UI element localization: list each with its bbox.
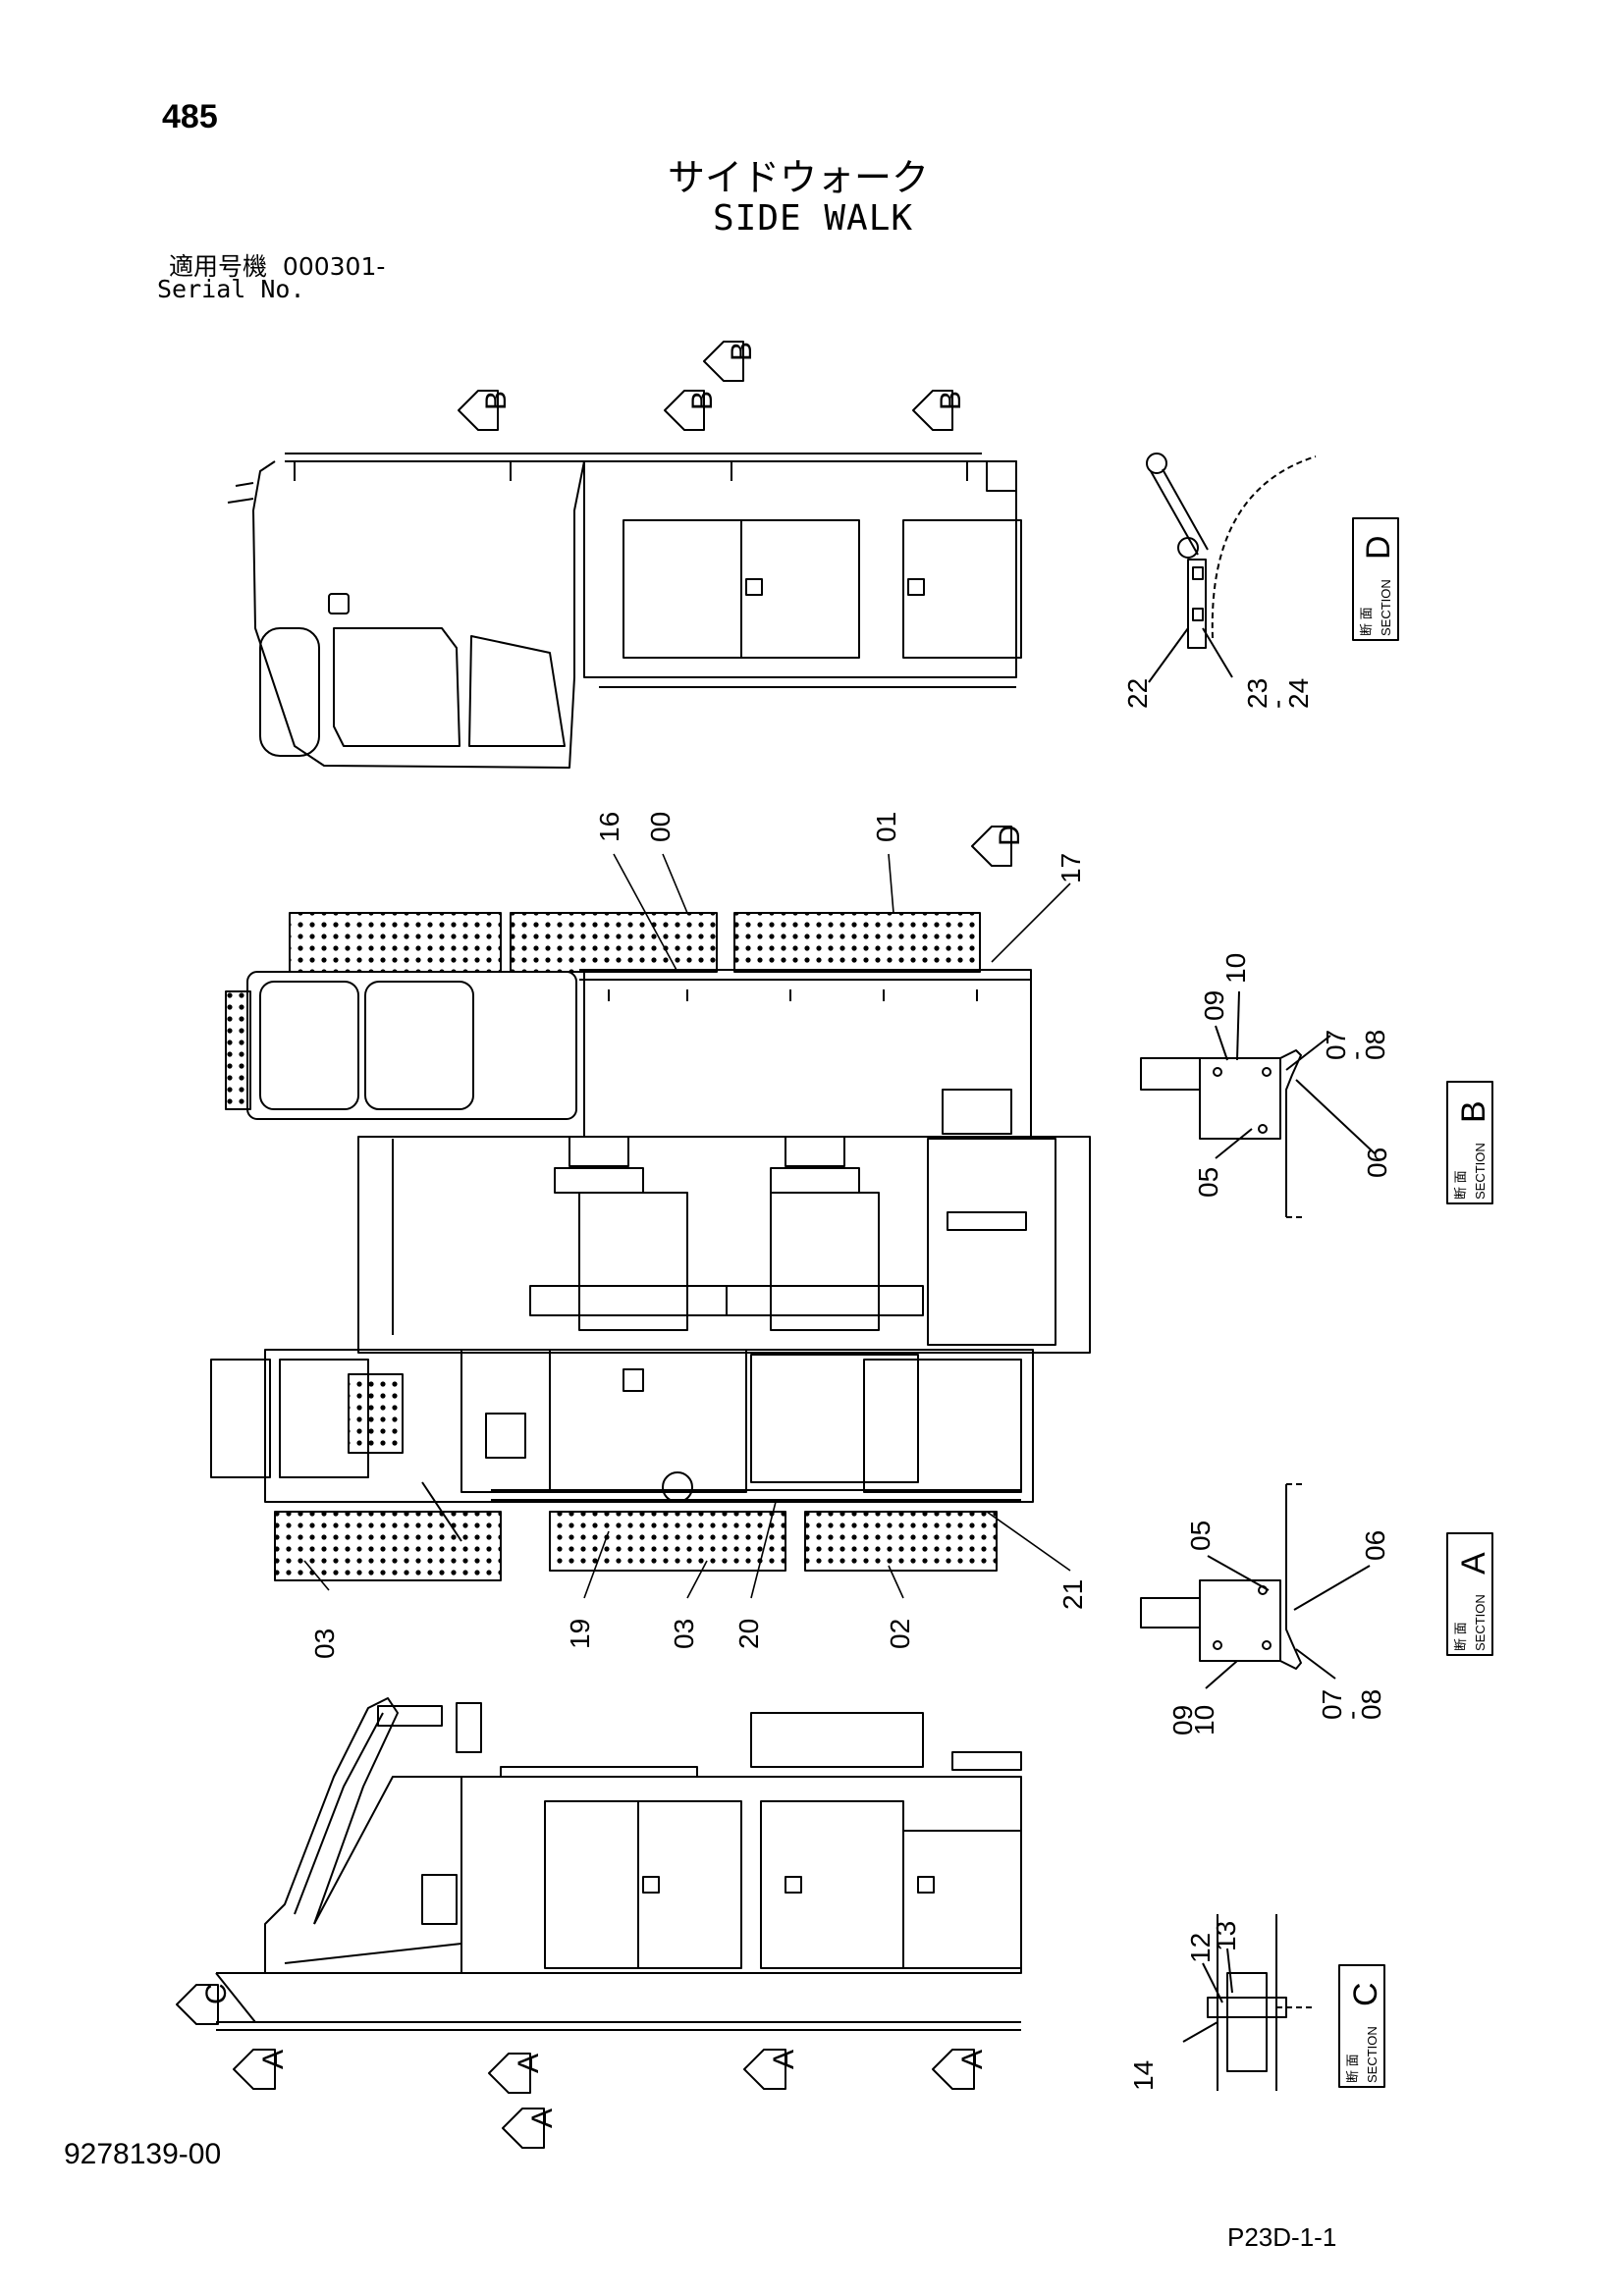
svg-text:B: B — [480, 391, 513, 410]
callout-14: 14 — [1128, 2060, 1159, 2091]
svg-text:B: B — [726, 342, 758, 361]
callout-a-08: 08 — [1356, 1689, 1386, 1720]
callout-24: 24 — [1283, 678, 1314, 709]
svg-text:A: A — [526, 2109, 559, 2128]
view-marker-a-4: A — [743, 2049, 800, 2090]
callout-numbers: 16 00 01 17 22 23 - 24 09 10 07 - 08 05 … — [309, 678, 1392, 2091]
callout-a-09: 09 — [1167, 1705, 1198, 1735]
svg-text:A: A — [257, 2050, 290, 2069]
drawing-number: 9278139-00 — [64, 2138, 222, 2170]
title-english: SIDE WALK — [713, 198, 914, 239]
section-c-detail: C 断 面 SECTION — [1182, 1914, 1385, 2091]
svg-text:断 面: 断 面 — [1345, 2054, 1360, 2083]
serial-label-en: Serial No. — [157, 275, 305, 303]
section-b-detail: B 断 面 SECTION — [1140, 990, 1493, 1218]
callout-01: 01 — [871, 812, 901, 842]
callout-b-06: 06 — [1362, 1148, 1392, 1178]
svg-text:A: A — [956, 2050, 989, 2069]
callout-a-07: 07 — [1317, 1689, 1347, 1720]
callout-a-05: 05 — [1185, 1521, 1216, 1551]
svg-text:D: D — [994, 825, 1026, 846]
callout-b-05: 05 — [1193, 1167, 1223, 1198]
view-marker-b-1: B — [458, 390, 513, 431]
view-marker-b-4: B — [912, 390, 967, 431]
callout-23: 23 — [1242, 678, 1272, 709]
leader-lines — [303, 853, 1071, 1599]
callout-b-dash: - — [1340, 1051, 1371, 1060]
top-side-view — [227, 453, 1022, 769]
svg-text:A: A — [1455, 1552, 1492, 1575]
callout-19: 19 — [565, 1619, 595, 1649]
view-marker-d: D — [971, 825, 1026, 867]
callout-a-dash: - — [1336, 1711, 1367, 1720]
callout-23-24-dash: - — [1262, 700, 1292, 709]
svg-text:C: C — [1347, 1982, 1384, 2006]
section-b-tag — [1446, 1081, 1493, 1204]
bottom-side-view — [215, 1697, 1022, 2031]
callout-b-09: 09 — [1199, 990, 1229, 1021]
section-c-tag — [1338, 1964, 1385, 2088]
callout-b-07: 07 — [1321, 1030, 1351, 1060]
view-marker-c: C — [176, 1983, 233, 2025]
callout-21: 21 — [1057, 1579, 1088, 1610]
callout-20: 20 — [733, 1619, 764, 1649]
svg-text:SECTION: SECTION — [1379, 579, 1393, 636]
serial-label-jp: 適用号機 — [169, 252, 268, 281]
serial-applicability: 適用号機 000301- — [169, 247, 385, 283]
svg-text:B: B — [1455, 1100, 1492, 1123]
svg-text:SECTION: SECTION — [1473, 1594, 1488, 1651]
svg-text:断 面: 断 面 — [1359, 607, 1374, 636]
serial-value: 000301- — [282, 252, 386, 281]
svg-text:断 面: 断 面 — [1453, 1622, 1468, 1651]
svg-text:A: A — [768, 2050, 800, 2069]
view-marker-a-2: A — [488, 2053, 545, 2094]
view-marker-b-2: B — [664, 390, 719, 431]
view-marker-a-3: A — [502, 2108, 559, 2149]
callout-a-06: 06 — [1360, 1530, 1390, 1561]
svg-text:B: B — [686, 391, 719, 410]
callout-a-10: 10 — [1189, 1705, 1219, 1735]
svg-text:B: B — [935, 391, 967, 410]
callout-17: 17 — [1056, 853, 1086, 883]
svg-text:SECTION: SECTION — [1365, 2026, 1380, 2083]
svg-text:C: C — [200, 1983, 233, 2004]
callout-b-08: 08 — [1360, 1030, 1390, 1060]
callout-03-mid: 03 — [669, 1619, 699, 1649]
callout-16: 16 — [594, 812, 624, 842]
svg-text:SECTION: SECTION — [1473, 1143, 1488, 1200]
view-marker-b-3: B — [703, 341, 758, 382]
section-d-detail: D 断 面 SECTION — [1146, 453, 1399, 683]
callout-13: 13 — [1211, 1921, 1241, 1951]
page-code: P23D-1-1 — [1227, 2222, 1337, 2252]
svg-text:断 面: 断 面 — [1453, 1170, 1468, 1200]
view-marker-a-5: A — [932, 2049, 989, 2090]
svg-text:A: A — [513, 2054, 545, 2073]
title-japanese: サイドウォーク — [668, 156, 930, 199]
callout-12: 12 — [1185, 1933, 1216, 1963]
callout-02: 02 — [885, 1619, 915, 1649]
section-d-tag — [1352, 517, 1399, 641]
section-a-tag — [1446, 1532, 1493, 1656]
callout-b-10: 10 — [1220, 953, 1251, 984]
callout-00: 00 — [645, 812, 676, 842]
page-number: 485 — [162, 98, 218, 135]
view-marker-a-1: A — [233, 2049, 290, 2090]
plan-view — [210, 912, 1091, 1581]
svg-text:D: D — [1360, 535, 1397, 560]
callout-03-left: 03 — [309, 1629, 340, 1659]
section-a-detail: A 断 面 SECTION — [1140, 1483, 1493, 1689]
callout-22: 22 — [1122, 678, 1153, 709]
